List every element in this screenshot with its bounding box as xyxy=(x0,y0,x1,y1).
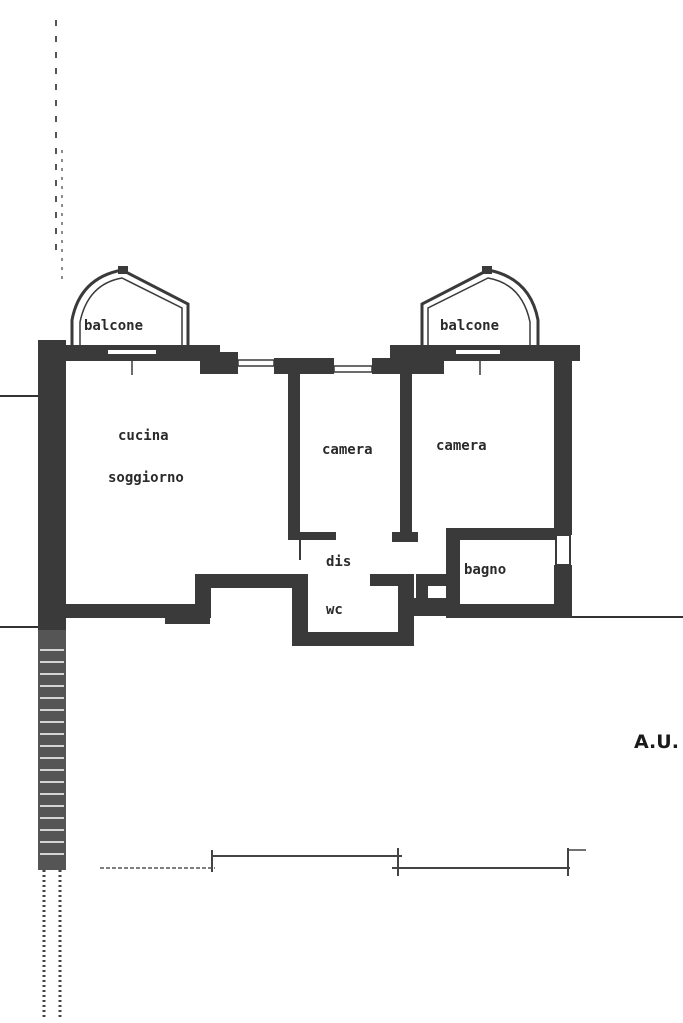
left-boundary xyxy=(0,20,66,1020)
balcony-right xyxy=(420,266,540,375)
bedroom-right-label: camera xyxy=(436,438,487,454)
wc-label: wc xyxy=(326,602,343,618)
kitchen-living-label-line1: cucina xyxy=(118,428,169,444)
unit-annotation: A.U. xyxy=(634,731,679,753)
hallway-label: dis xyxy=(326,554,351,570)
dimension-line xyxy=(100,848,586,876)
balcony-right-label: balcone xyxy=(440,318,499,334)
balcony-left-label: balcone xyxy=(84,318,143,334)
walls xyxy=(60,345,580,646)
balcony-left xyxy=(70,266,190,375)
kitchen-living-label-line2: soggiorno xyxy=(108,470,184,486)
bathroom-label: bagno xyxy=(464,562,506,578)
bedroom-left-label: camera xyxy=(322,442,373,458)
